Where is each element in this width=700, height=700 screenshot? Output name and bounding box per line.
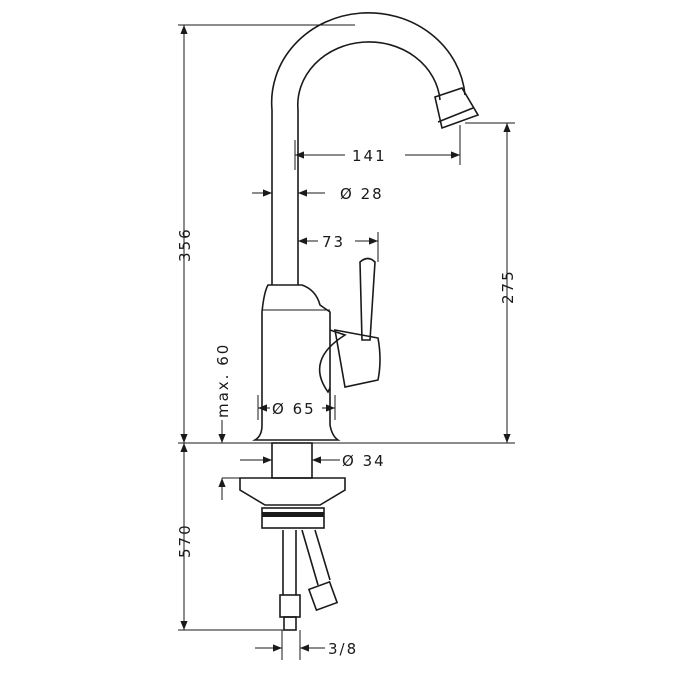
label-body-diameter: Ø 65: [272, 400, 316, 418]
label-lever-offset: 73: [322, 233, 345, 251]
faucet-outline: [239, 11, 480, 631]
label-total-height: 356: [176, 227, 194, 262]
label-spout-height: 275: [499, 269, 517, 304]
label-hose-length: 570: [176, 523, 194, 558]
dimension-lines: [180, 25, 511, 652]
label-spout-diameter: Ø 28: [340, 185, 384, 203]
label-spout-reach: 141: [352, 147, 387, 165]
label-shank-diameter: Ø 34: [342, 452, 386, 470]
label-connection: 3/8: [328, 640, 358, 658]
label-max-thickness: max. 60: [214, 343, 232, 418]
extension-lines: [178, 24, 515, 660]
